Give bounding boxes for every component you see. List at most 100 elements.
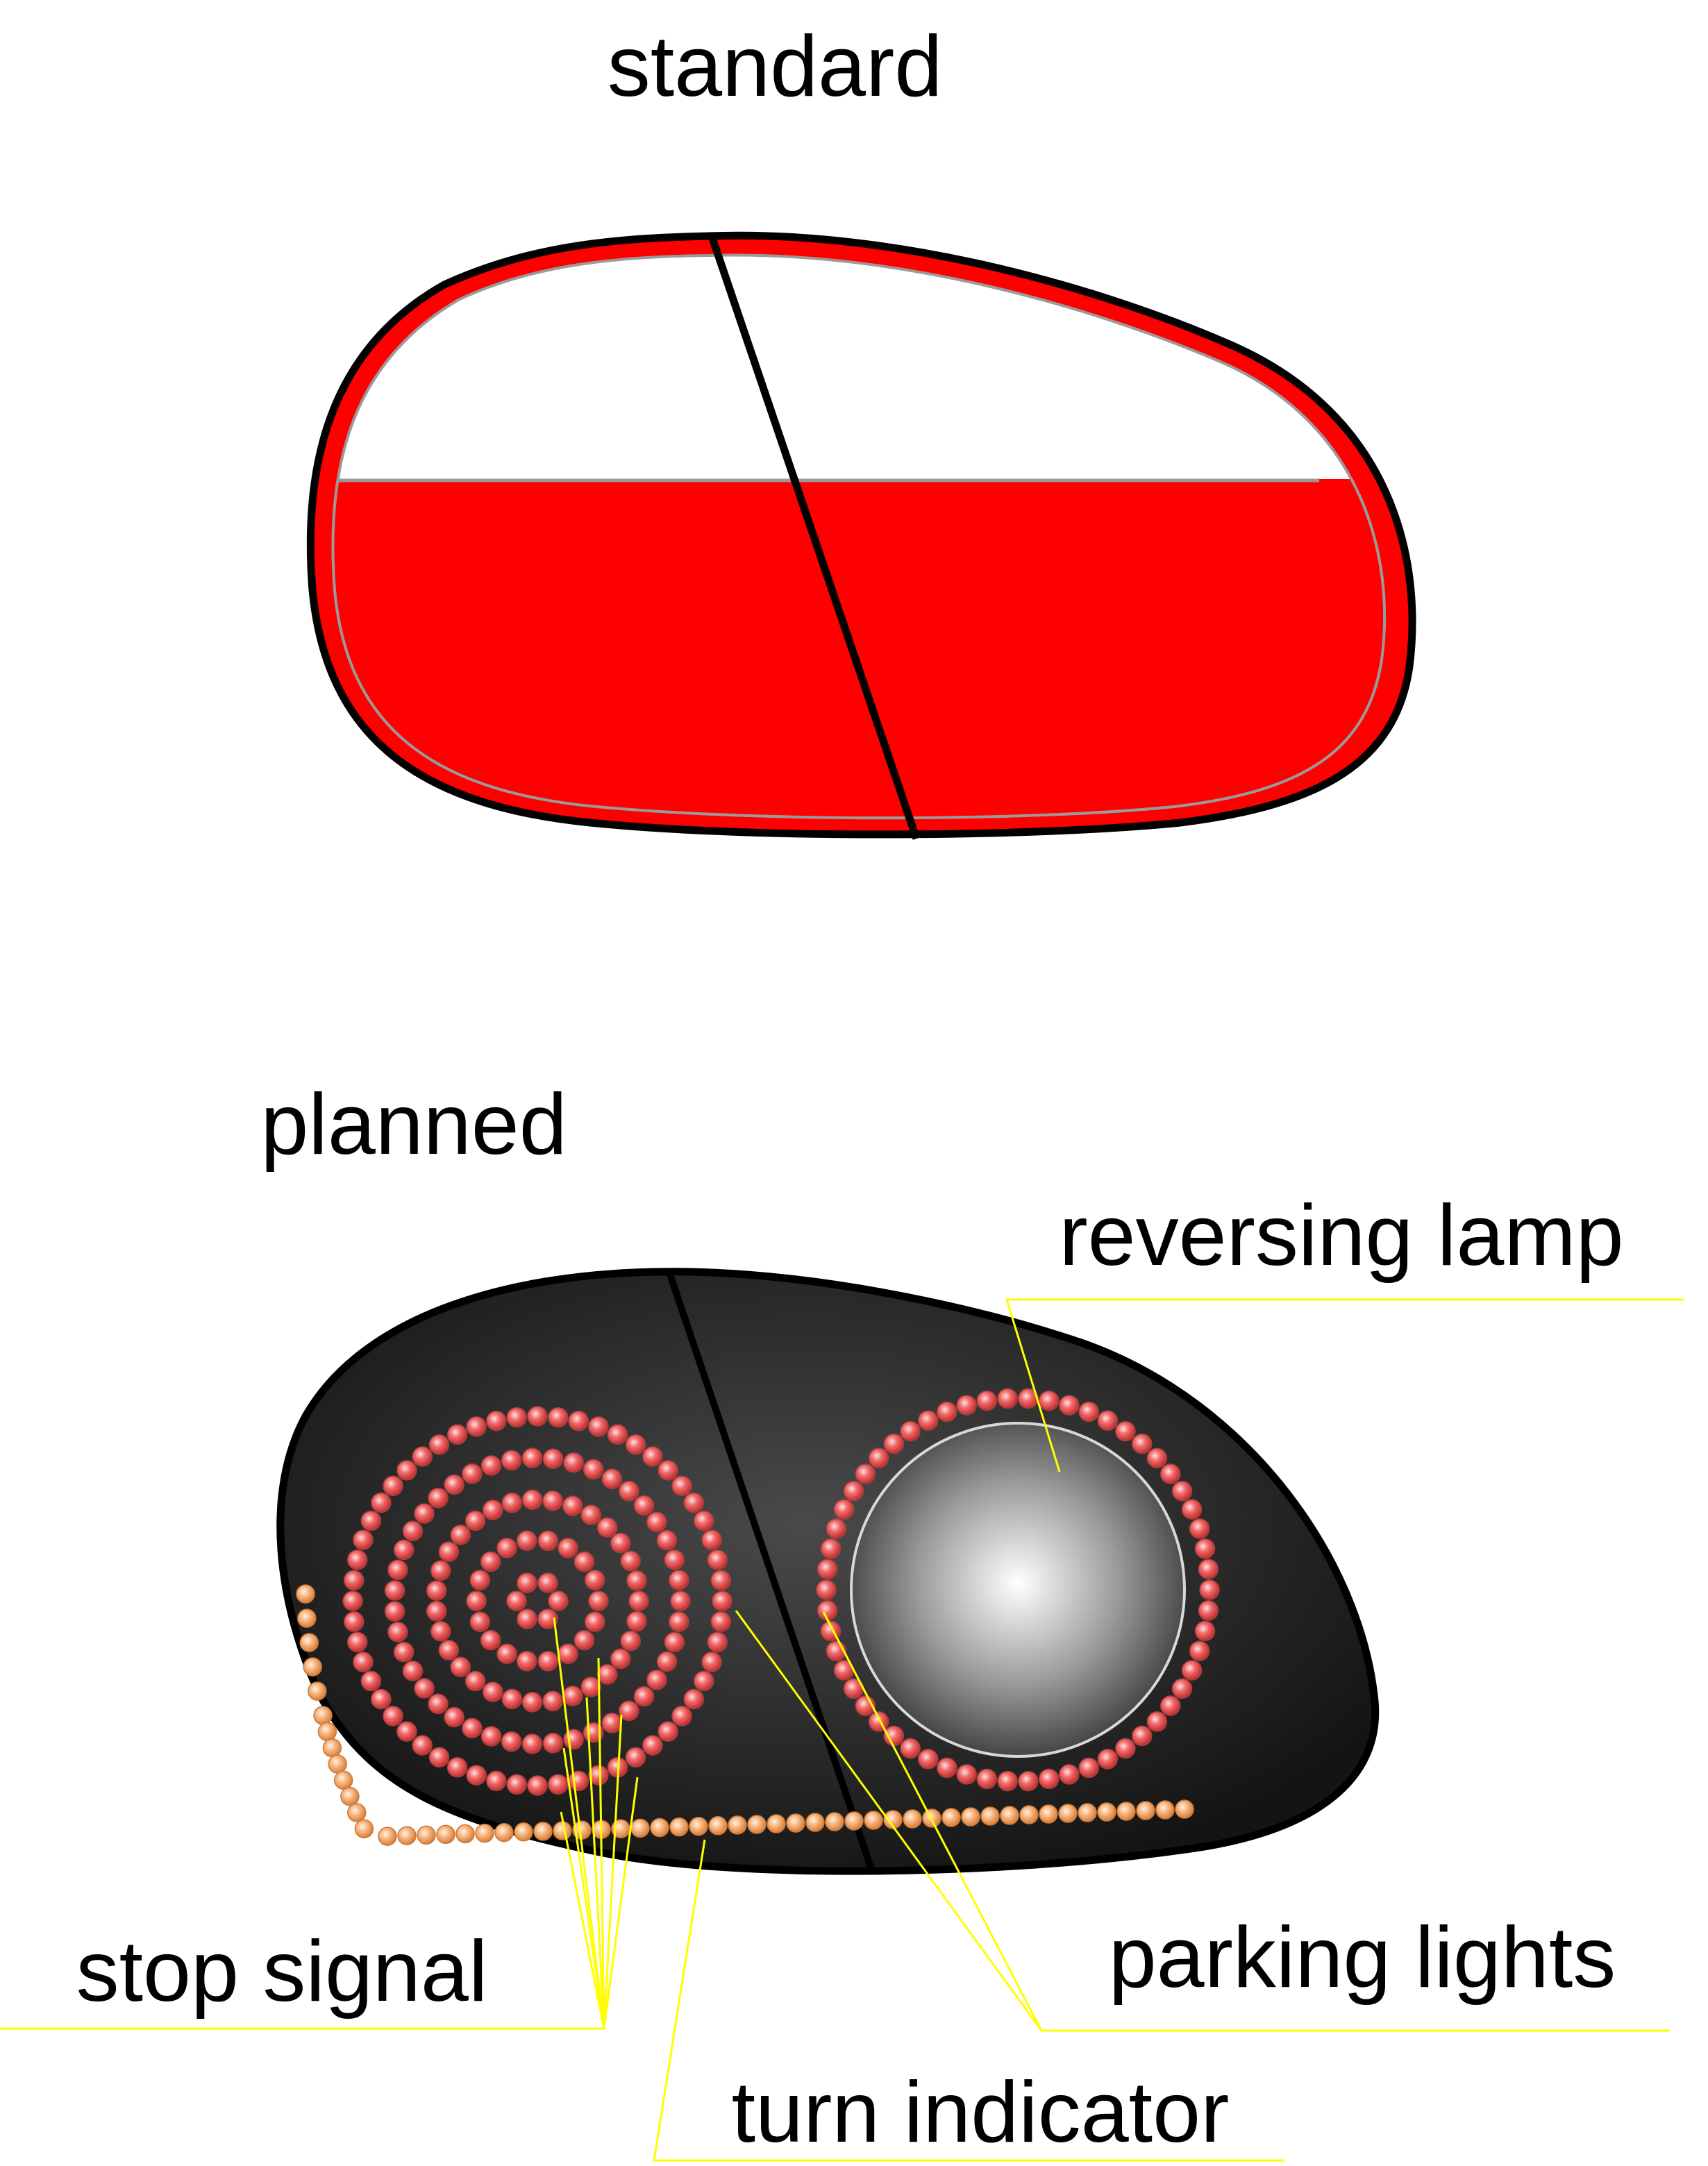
turn-indicator-led <box>297 1609 317 1628</box>
stop-signal-led <box>428 1487 449 1509</box>
stop-signal-led <box>444 1706 464 1728</box>
stop-signal-led <box>584 1611 605 1632</box>
stop-signal-led <box>642 1446 663 1467</box>
parking-light-led <box>1097 1410 1119 1431</box>
stop-signal-led <box>393 1539 415 1561</box>
stop-signal-led <box>426 1601 447 1622</box>
stop-signal-led <box>446 1756 468 1778</box>
stop-signal-led <box>412 1446 433 1467</box>
stop-signal-led <box>428 1747 450 1768</box>
stop-signal-led <box>402 1661 424 1681</box>
turn-indicator-led <box>630 1818 650 1838</box>
stop-signal-led <box>607 1424 628 1445</box>
stop-signal-led <box>669 1611 689 1632</box>
turn-indicator-led <box>728 1815 747 1835</box>
stop-signal-led <box>656 1651 678 1672</box>
parking-light-led <box>868 1711 889 1732</box>
parking-light-led <box>843 1480 864 1502</box>
parking-light-led <box>1181 1660 1203 1681</box>
stop-signal-led <box>580 1677 601 1697</box>
turn-indicator-led <box>786 1813 805 1833</box>
stop-signal-led <box>664 1549 685 1570</box>
stop-signal-leds <box>342 1406 732 1796</box>
parking-lights-leader-b <box>822 1611 1043 2031</box>
turn-indicator-led <box>455 1824 475 1844</box>
turn-indicator-led <box>533 1822 553 1841</box>
stop-leader-5 <box>603 1714 623 2029</box>
stop-signal-led <box>428 1434 450 1455</box>
stop-signal-led <box>646 1669 667 1690</box>
stop-signal-led <box>542 1448 564 1469</box>
stop-signal-led <box>537 1572 558 1593</box>
stop-signal-led <box>537 1650 559 1672</box>
parking-light-led <box>1159 1695 1181 1716</box>
stop-signal-led <box>482 1681 503 1702</box>
turn-indicator-led <box>669 1817 689 1837</box>
turn-indicator-led <box>322 1738 342 1758</box>
stop-signal-led <box>516 1530 537 1552</box>
turn-indicator-led <box>805 1813 825 1832</box>
stop-signal-led <box>558 1538 578 1559</box>
stop-signal-led <box>517 1609 537 1629</box>
reversing-lamp-leader <box>1005 1298 1684 1472</box>
parking-light-led <box>833 1499 855 1520</box>
stop-signal-led <box>620 1550 641 1572</box>
planned-title: planned <box>260 1077 567 1173</box>
stop-signal-led <box>412 1735 433 1756</box>
stop-signal-led <box>466 1416 487 1437</box>
stop-signal-led <box>683 1492 704 1513</box>
stop-signal-led <box>496 1643 517 1664</box>
turn-indicator-led <box>347 1803 367 1822</box>
stop-signal-led <box>707 1631 728 1652</box>
stop-signal-led <box>480 1629 501 1651</box>
stop-signal-led <box>563 1729 584 1750</box>
stop-signal-led <box>656 1529 678 1551</box>
parking-light-led <box>1171 1480 1193 1502</box>
parking-light-led <box>1097 1749 1119 1770</box>
stop-signal-led <box>450 1525 471 1545</box>
stop-signal-led <box>601 1468 623 1489</box>
stop-leader-1 <box>553 1617 605 2029</box>
stop-signal-led <box>619 1700 639 1722</box>
stop-signal-led <box>346 1550 368 1570</box>
stop-signal-led <box>506 1407 527 1428</box>
parking-lights-label: parking lights <box>1109 1910 1616 2006</box>
stop-leader-7 <box>560 1811 605 2029</box>
stop-leader-6 <box>603 1777 639 2029</box>
turn-indicator-led <box>844 1811 864 1831</box>
parking-light-led <box>1199 1579 1220 1600</box>
stop-signal-led <box>462 1463 483 1484</box>
stop-signal-led <box>671 1475 692 1496</box>
turn-indicator-led <box>299 1633 319 1652</box>
standard-split-line <box>708 235 921 840</box>
stop-signal-led <box>446 1424 468 1445</box>
stop-signal-led <box>580 1504 601 1525</box>
stop-signal-led <box>469 1570 491 1590</box>
parking-light-led <box>1018 1770 1039 1792</box>
parking-light-led <box>1159 1463 1181 1484</box>
parking-light-led <box>1189 1640 1210 1661</box>
turn-indicator-led <box>1058 1804 1078 1823</box>
stop-signal-led <box>516 1650 537 1672</box>
stop-signal-led <box>506 1590 527 1611</box>
stop-signal-led <box>396 1460 417 1481</box>
stop-signal-led <box>383 1706 403 1727</box>
parking-light-led <box>1115 1420 1136 1442</box>
stop-signal-led <box>542 1690 563 1712</box>
stop-signal-led <box>428 1693 449 1715</box>
turn-indicator-led <box>825 1812 844 1831</box>
stop-signal-led <box>469 1611 491 1632</box>
stop-signal-led <box>414 1503 435 1524</box>
stop-signal-led <box>486 1410 507 1432</box>
turn-indicator-led <box>1019 1805 1039 1824</box>
stop-signal-led <box>620 1630 641 1652</box>
stop-signal-led <box>573 1551 595 1572</box>
stop-signal-led <box>444 1474 464 1495</box>
turn-indicator-led <box>903 1809 922 1829</box>
stop-signal-led <box>501 1688 523 1710</box>
standard-lamp-lens-red <box>331 479 1387 820</box>
turn-indicator-led <box>378 1827 397 1846</box>
stop-signal-led <box>384 1580 405 1601</box>
stop-signal-led <box>633 1495 655 1516</box>
parking-light-led <box>976 1390 998 1411</box>
